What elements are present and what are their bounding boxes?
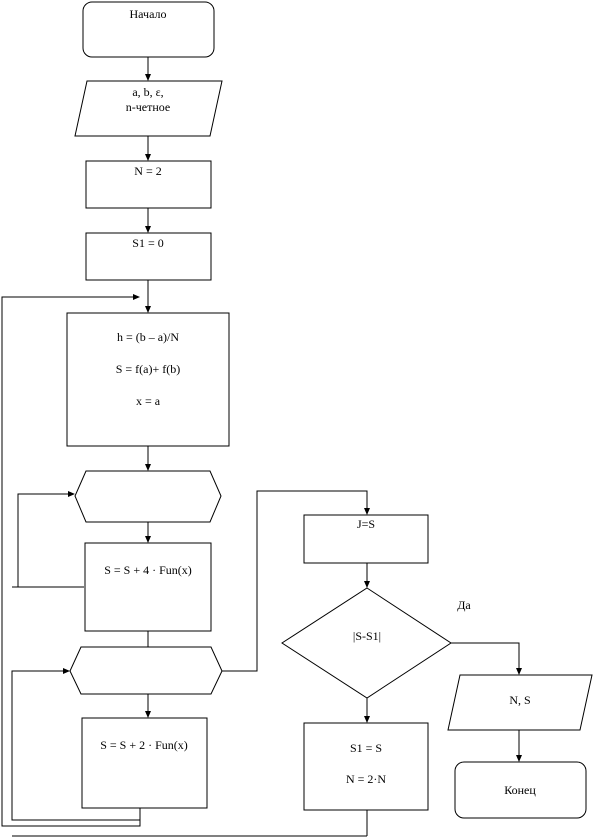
- update-line-2: N = 2·N: [346, 772, 386, 786]
- end-label: Конец: [504, 783, 536, 797]
- loop-1-body-block: S = S + 4 · Fun(x): [84, 542, 212, 632]
- calc-line-3: x = a: [136, 394, 161, 408]
- end-terminal: Конец: [454, 761, 587, 819]
- assign-j-block: J=S: [303, 514, 429, 564]
- input-line-1: a, b, ε,: [132, 85, 163, 99]
- calc-line-1: h = (b – a)/N: [117, 330, 179, 344]
- yes-label: Да: [457, 598, 471, 612]
- start-terminal: Начало: [82, 1, 215, 58]
- assign-j-label: J=S: [357, 517, 375, 531]
- calc-line-2: S = f(a)+ f(b): [116, 362, 181, 376]
- init-s1-label: S1 = 0: [132, 236, 163, 250]
- input-block: a, b, ε, n-четное: [74, 80, 223, 137]
- update-line-1: S1 = S: [350, 741, 382, 755]
- loop-2-body-block: S = S + 2 · Fun(x): [81, 717, 208, 809]
- loop-1-body-label: S = S + 4 · Fun(x): [104, 563, 192, 577]
- init-n-block: N = 2: [85, 160, 212, 209]
- calc-block: h = (b – a)/N S = f(a)+ f(b) x = a: [66, 312, 230, 447]
- input-line-2: n-четное: [126, 100, 171, 114]
- output-label: N, S: [509, 693, 530, 707]
- loop-2-hexagon: [69, 646, 223, 695]
- loop-1-hexagon: [74, 470, 222, 523]
- loop-2-body-label: S = S + 2 · Fun(x): [100, 738, 188, 752]
- start-label: Начало: [130, 7, 167, 21]
- output-block: N, S: [447, 674, 593, 731]
- condition-label: |S-S1|: [353, 629, 381, 643]
- connectors: [1, 57, 522, 837]
- init-s1-block: S1 = 0: [85, 232, 212, 281]
- condition-diamond: |S-S1|: [281, 587, 452, 699]
- init-n-label: N = 2: [134, 164, 161, 178]
- update-block: S1 = S N = 2·N: [303, 722, 429, 811]
